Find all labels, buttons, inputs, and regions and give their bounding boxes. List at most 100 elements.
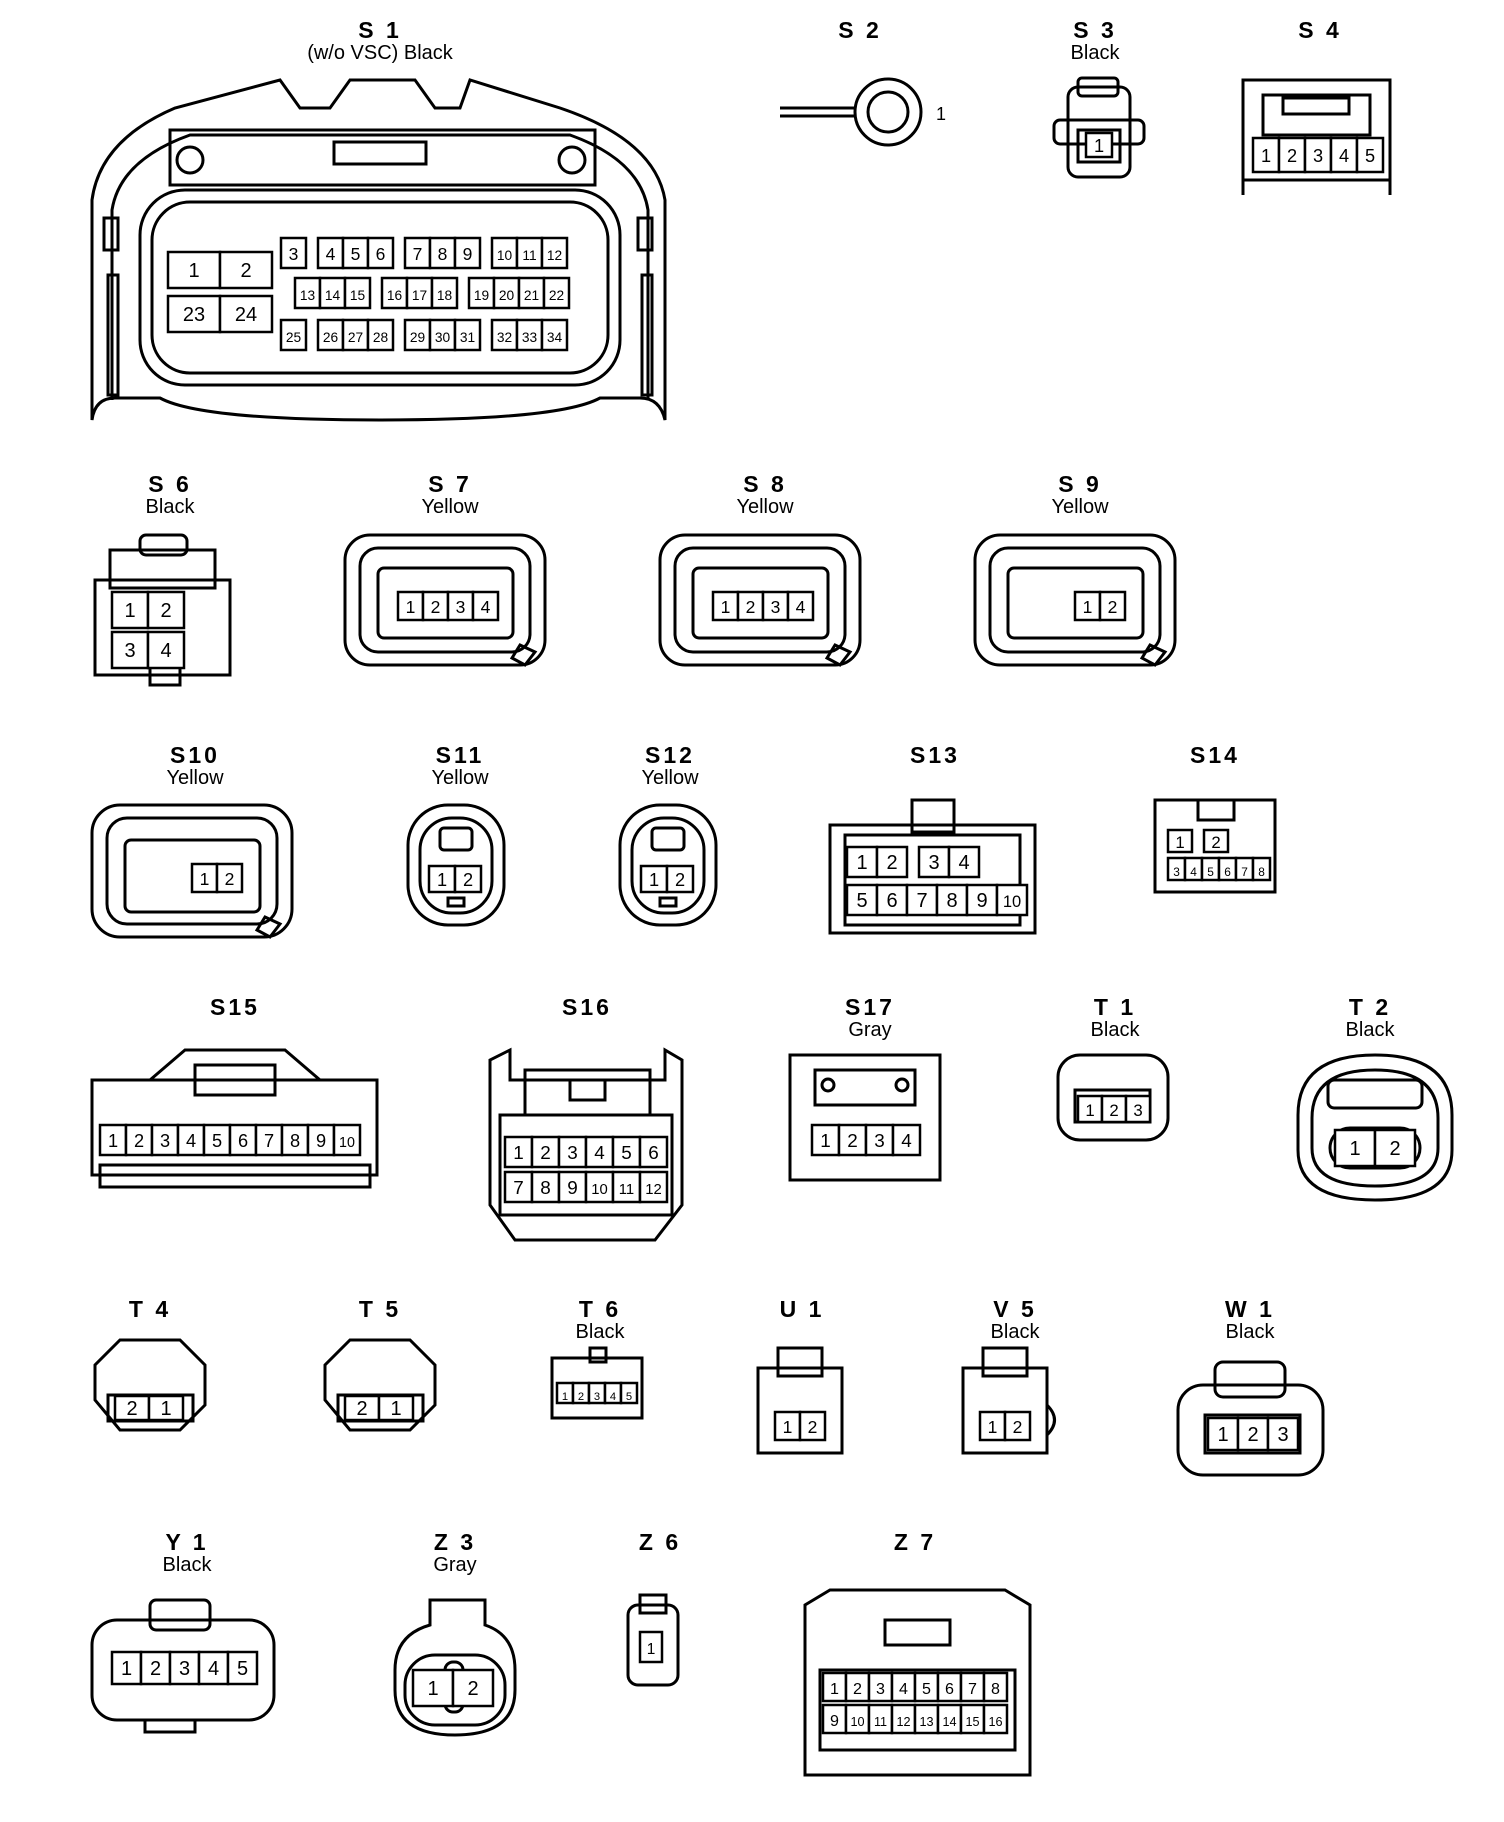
- pin-y1-1: 1: [110, 1650, 143, 1686]
- svg-text:1: 1: [820, 1131, 831, 1152]
- pin-s10-2: 2: [215, 862, 244, 894]
- connector-code: Z 7: [893, 1529, 937, 1555]
- pin-z7-15: 15: [959, 1703, 986, 1735]
- pin-s1-14: 14: [318, 276, 347, 310]
- pin-s10-1: 1: [190, 862, 219, 894]
- pin-s15-6: 6: [228, 1123, 258, 1157]
- svg-text:33: 33: [522, 330, 538, 345]
- pin-s4-2: 2: [1277, 136, 1307, 174]
- pin-s1-13: 13: [293, 276, 322, 310]
- svg-text:2: 2: [134, 1131, 144, 1151]
- connector-color: Yellow: [641, 767, 699, 789]
- svg-text:12: 12: [896, 1715, 910, 1729]
- svg-text:34: 34: [547, 330, 563, 345]
- svg-text:8: 8: [290, 1131, 300, 1151]
- connector-s15-label: S15: [195, 995, 275, 1019]
- pin-s16-5: 5: [611, 1135, 642, 1169]
- svg-text:3: 3: [876, 1680, 885, 1698]
- svg-text:6: 6: [648, 1143, 659, 1164]
- pin-y1-2: 2: [139, 1650, 172, 1686]
- svg-text:8: 8: [946, 890, 957, 912]
- connector-code: S16: [562, 994, 612, 1020]
- pin-s17-1: 1: [810, 1123, 841, 1157]
- connector-color: Black: [575, 1321, 625, 1343]
- svg-text:3: 3: [1133, 1101, 1142, 1120]
- pin-t5-2: 2: [343, 1394, 381, 1422]
- pin-t2-1: 1: [1333, 1128, 1377, 1168]
- pin-w1-1: 1: [1206, 1416, 1240, 1452]
- connector-code: T 2: [1348, 994, 1392, 1020]
- svg-text:4: 4: [481, 597, 491, 617]
- pin-s17-4: 4: [891, 1123, 922, 1157]
- pin-s16-2: 2: [530, 1135, 561, 1169]
- connector-s2-label: S 2: [820, 18, 900, 42]
- pin-s13-6: 6: [875, 883, 909, 917]
- pin-s1-27: 27: [341, 318, 370, 352]
- pin-s13-3: 3: [917, 845, 951, 879]
- svg-text:3: 3: [928, 852, 939, 874]
- svg-text:3: 3: [567, 1143, 578, 1164]
- svg-text:1: 1: [562, 1391, 568, 1403]
- svg-text:1: 1: [427, 1678, 438, 1700]
- svg-text:13: 13: [300, 288, 316, 303]
- pin-z7-4: 4: [890, 1671, 917, 1703]
- connector-z3-label: Z 3 Gray: [410, 1530, 500, 1576]
- svg-text:1: 1: [830, 1680, 839, 1698]
- pin-s1-29: 29: [403, 318, 432, 352]
- svg-text:2: 2: [578, 1391, 584, 1403]
- svg-text:2: 2: [1109, 1101, 1118, 1120]
- connector-s11-label: S11 Yellow: [410, 743, 510, 789]
- pin-s1-11: 11: [515, 236, 544, 270]
- svg-text:14: 14: [325, 288, 341, 303]
- svg-text:20: 20: [499, 288, 515, 303]
- svg-text:15: 15: [965, 1715, 979, 1729]
- svg-text:2: 2: [746, 597, 756, 617]
- svg-text:2: 2: [1389, 1138, 1400, 1160]
- svg-text:6: 6: [1224, 865, 1231, 879]
- svg-text:30: 30: [435, 330, 451, 345]
- svg-text:12: 12: [645, 1182, 662, 1198]
- svg-text:3: 3: [1173, 865, 1180, 879]
- connector-code: S17: [845, 994, 895, 1020]
- svg-text:4: 4: [1190, 865, 1197, 879]
- connector-w1-label: W 1 Black: [1205, 1297, 1295, 1343]
- pin-y1-4: 4: [197, 1650, 230, 1686]
- pin-s1-6: 6: [366, 236, 395, 270]
- pin-s8-3: 3: [761, 590, 790, 622]
- pin-s1-23: 23: [166, 294, 222, 334]
- svg-text:4: 4: [160, 640, 171, 662]
- connector-color: Gray: [848, 1019, 892, 1041]
- pin-s16-12: 12: [638, 1170, 669, 1204]
- pin-s6-1: 1: [110, 590, 150, 630]
- pin-s1-10: 10: [490, 236, 519, 270]
- pin-s1-18: 18: [430, 276, 459, 310]
- connector-code: T 5: [358, 1296, 402, 1322]
- pin-z7-1: 1: [821, 1671, 848, 1703]
- svg-text:4: 4: [958, 852, 969, 874]
- svg-text:2: 2: [1247, 1424, 1258, 1446]
- svg-text:8: 8: [1258, 865, 1265, 879]
- pin-s6-3: 3: [110, 630, 150, 670]
- pin-s15-5: 5: [202, 1123, 232, 1157]
- svg-text:1: 1: [437, 870, 447, 890]
- pin-s6-2: 2: [146, 590, 186, 630]
- pin-s15-3: 3: [150, 1123, 180, 1157]
- svg-text:5: 5: [237, 1658, 248, 1680]
- pin-s15-2: 2: [124, 1123, 154, 1157]
- pin-s4-1: 1: [1251, 136, 1281, 174]
- svg-text:2: 2: [847, 1131, 858, 1152]
- svg-text:1: 1: [783, 1417, 793, 1437]
- pin-s1-28: 28: [366, 318, 395, 352]
- connector-s8-label: S 8 Yellow: [715, 472, 815, 518]
- pin-s14-1: 1: [1166, 828, 1194, 854]
- connector-s4-label: S 4: [1280, 18, 1360, 42]
- svg-text:17: 17: [412, 288, 427, 303]
- svg-text:4: 4: [208, 1658, 219, 1680]
- pin-t6-3: 3: [587, 1381, 607, 1405]
- svg-text:2: 2: [160, 600, 171, 622]
- svg-text:5: 5: [351, 244, 361, 264]
- svg-text:8: 8: [991, 1680, 1000, 1698]
- pin-v5-2: 2: [1003, 1410, 1032, 1442]
- pin-t6-1: 1: [555, 1381, 575, 1405]
- svg-text:1: 1: [649, 870, 659, 890]
